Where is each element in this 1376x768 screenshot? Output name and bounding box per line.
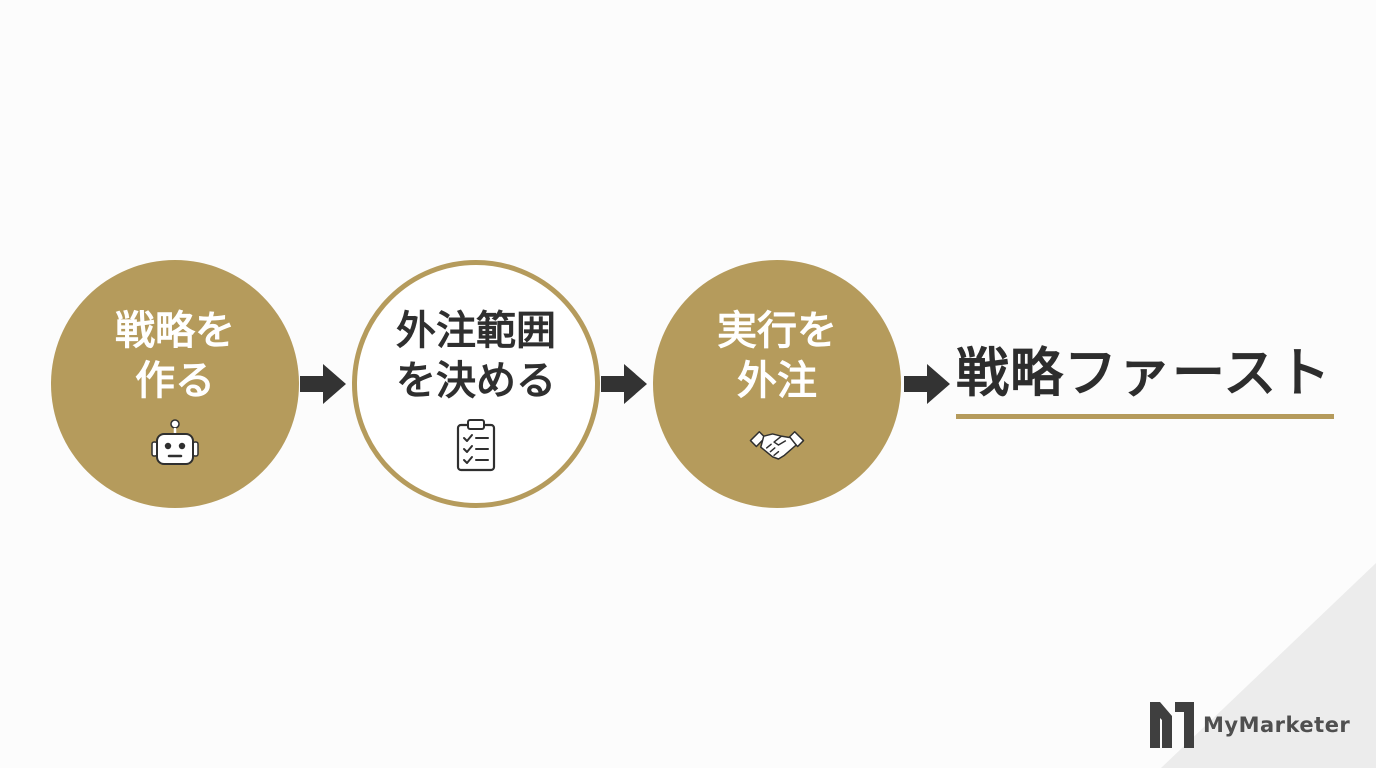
step-label-line-1: 実行を (717, 308, 837, 354)
logo-mark-icon (1150, 702, 1194, 748)
arrow-icon (600, 363, 648, 405)
brand-name: MyMarketer (1203, 713, 1351, 737)
brand-logo: MyMarketer (1150, 702, 1350, 748)
step-outsource-execution: 実行を 外注 (653, 260, 901, 508)
result-strategy-first: 戦略ファースト (956, 340, 1334, 419)
step-label-line-2: 作る (135, 358, 215, 404)
step-label: 外注範囲 を決める (396, 306, 556, 406)
step-create-strategy: 戦略を 作る (51, 260, 299, 508)
arrow-icon (903, 363, 951, 405)
step-label-line-1: 戦略を (115, 308, 235, 354)
handshake-icon (749, 418, 805, 472)
result-underline (956, 414, 1334, 419)
corner-decoration (1161, 563, 1376, 768)
step-define-outsourcing-scope: 外注範囲 を決める (352, 260, 600, 508)
clipboard-checklist-icon (448, 418, 504, 472)
arrow-icon (299, 363, 347, 405)
result-text: 戦略ファースト (956, 343, 1332, 404)
robot-icon (147, 418, 203, 472)
step-label: 実行を 外注 (717, 306, 837, 406)
step-label-line-1: 外注範囲 (396, 308, 556, 354)
step-label-line-2: 外注 (737, 358, 817, 404)
step-label: 戦略を 作る (115, 306, 235, 406)
step-label-line-2: を決める (396, 358, 556, 404)
